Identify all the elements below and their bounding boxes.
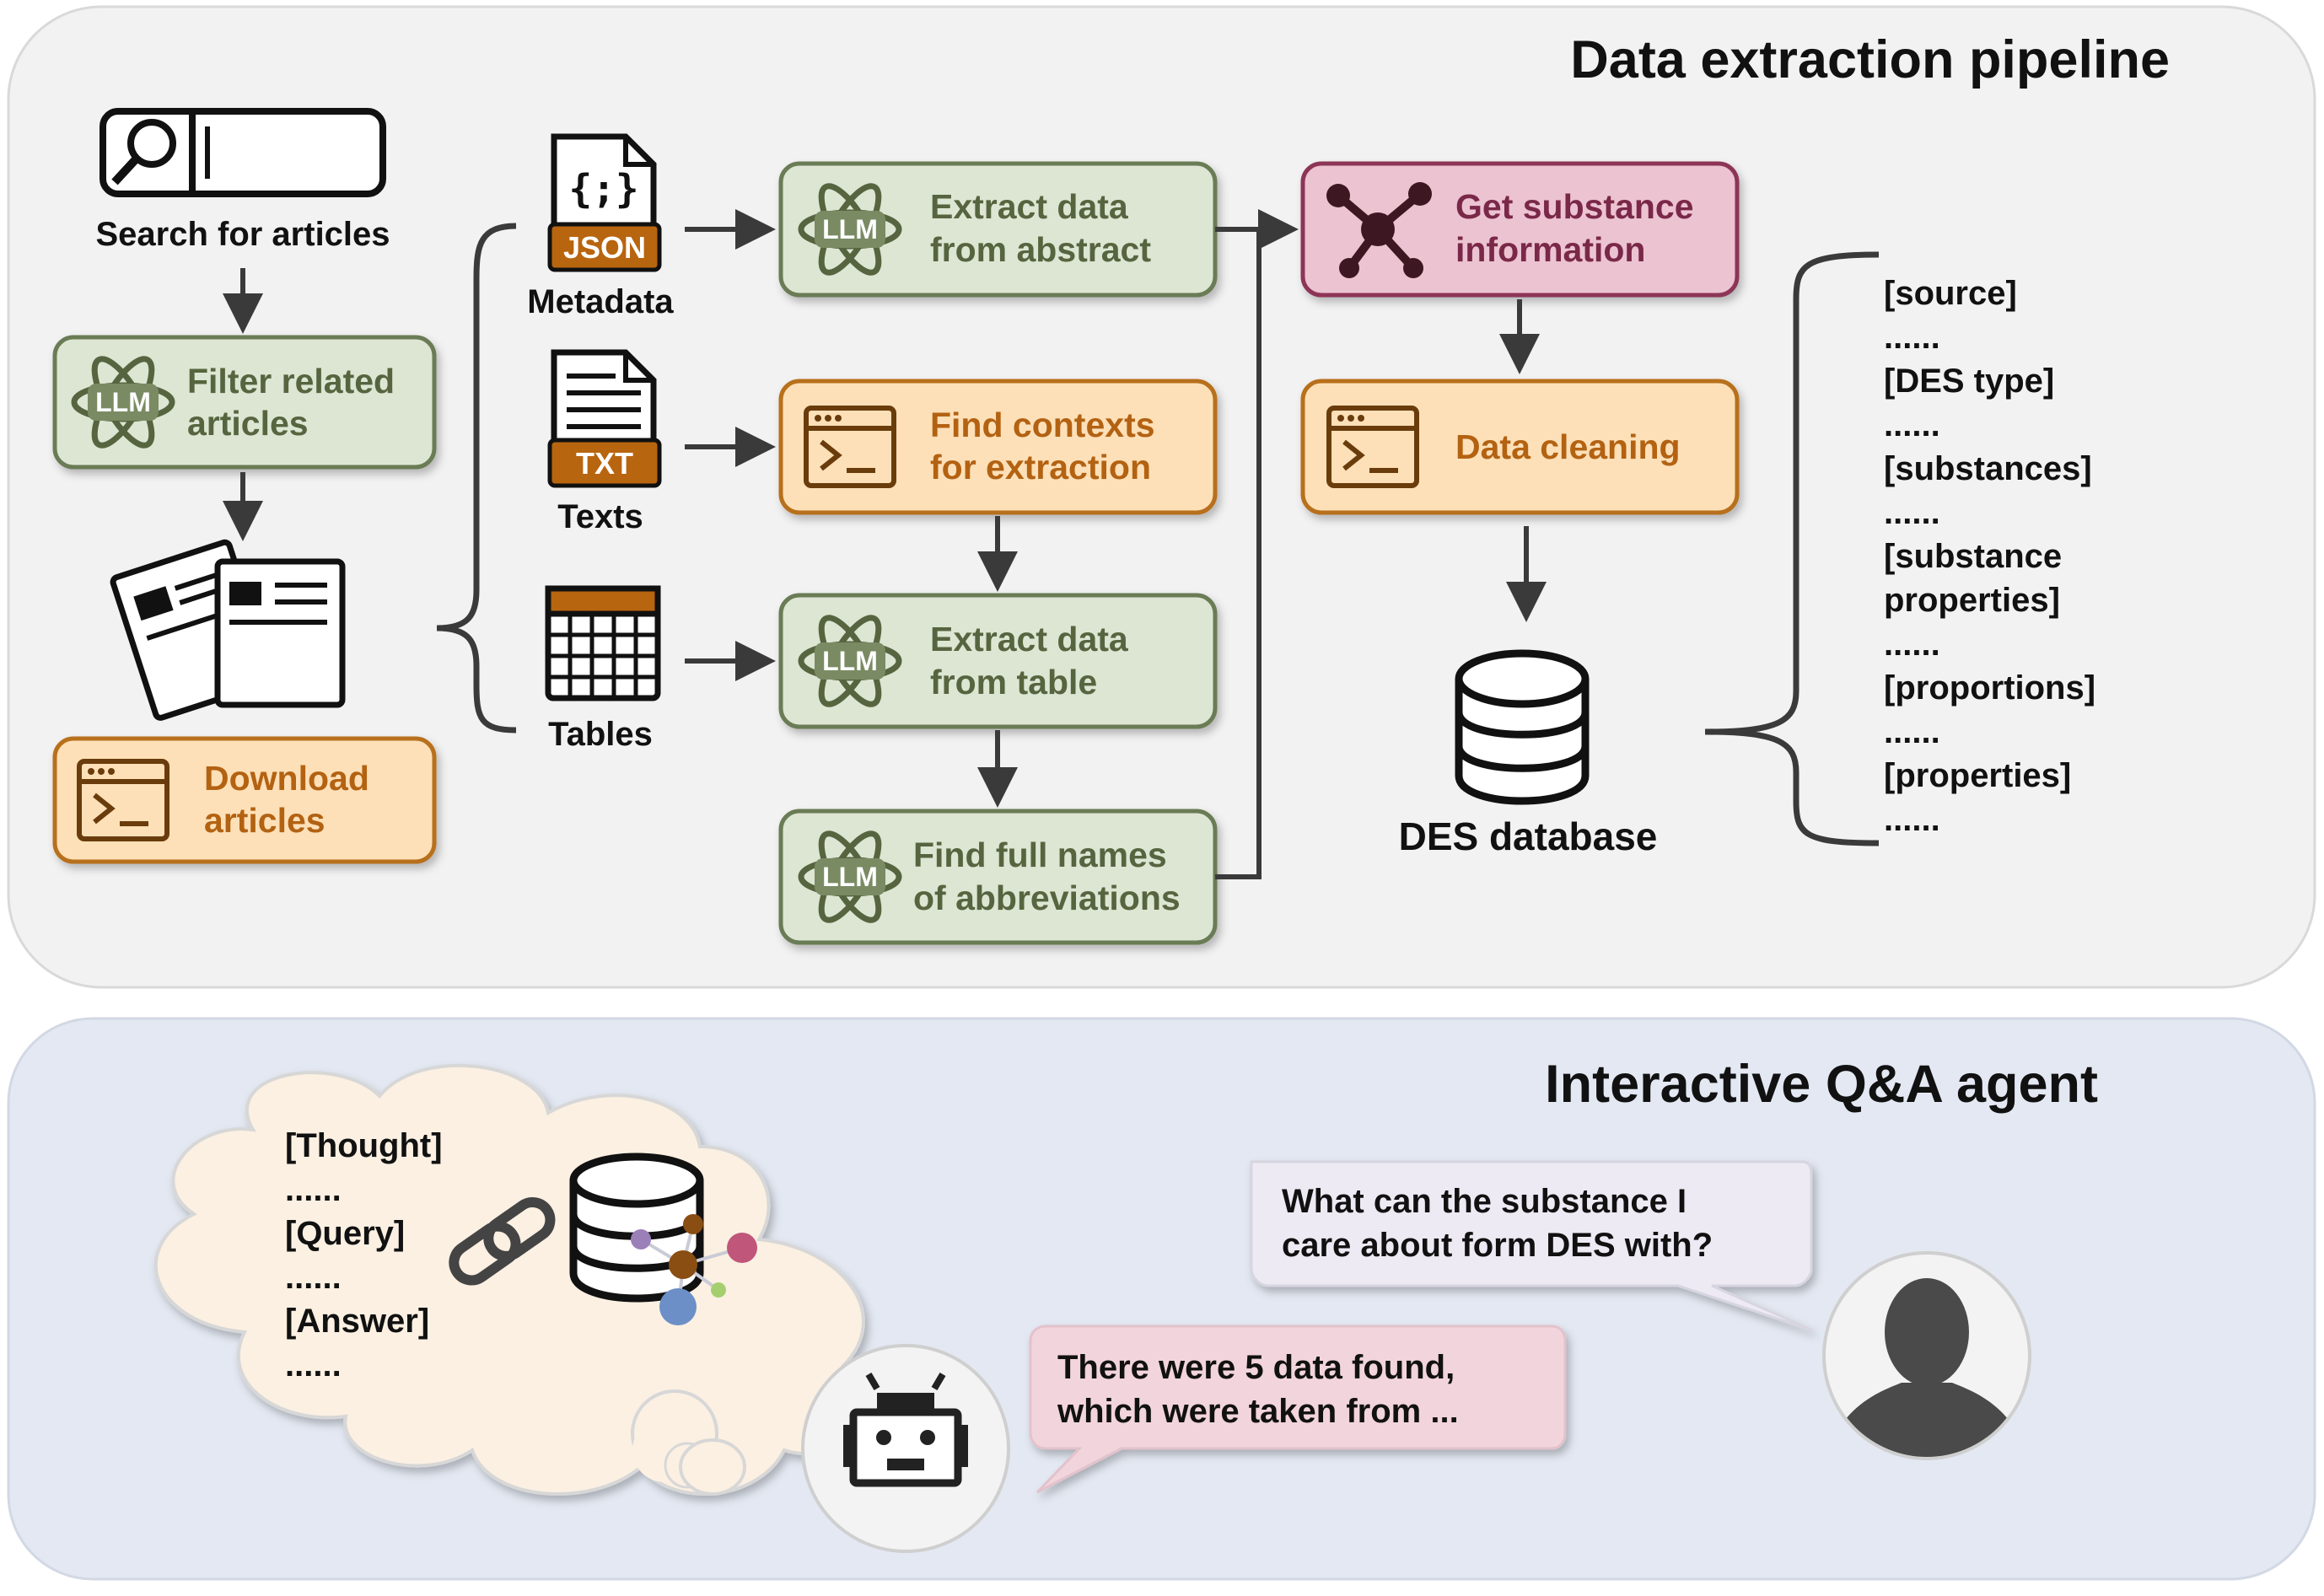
agent-title: Interactive Q&A agent bbox=[1545, 1055, 2098, 1114]
full-names-line-1: Find full names bbox=[913, 836, 1167, 874]
thought-line: [Thought] bbox=[285, 1127, 443, 1164]
user-avatar bbox=[1822, 1251, 2031, 1460]
filter-line-2: articles bbox=[187, 404, 309, 443]
answer-line-2: which were taken from ... bbox=[1057, 1393, 1459, 1430]
extract-abstract-line-1: Extract data bbox=[930, 187, 1129, 226]
search-label: Search for articles bbox=[95, 216, 390, 253]
left-brace bbox=[436, 223, 517, 734]
fields-list: [source] ...... [DES type] ...... [subst… bbox=[1884, 275, 2095, 838]
thought-line: [Query] bbox=[285, 1215, 405, 1252]
download-line-2: articles bbox=[204, 801, 325, 840]
extract-table-box: LLM Extract data from table bbox=[778, 593, 1218, 729]
extract-table-line-1: Extract data bbox=[930, 620, 1129, 658]
find-contexts-line-2: for extraction bbox=[930, 448, 1151, 486]
robot-avatar bbox=[801, 1344, 1010, 1553]
field-item: ...... bbox=[1884, 626, 1940, 663]
json-file-icon: {;} JSON bbox=[547, 133, 662, 272]
filter-articles-box: LLM Filter related articles bbox=[52, 335, 437, 470]
download-line-1: Download bbox=[204, 759, 369, 798]
field-item: ...... bbox=[1884, 801, 1940, 838]
question-line-2: care about form DES with? bbox=[1282, 1227, 1713, 1264]
find-contexts-line-1: Find contexts bbox=[930, 406, 1155, 444]
user-question-bubble: What can the substance I care about form… bbox=[1250, 1160, 1814, 1332]
txt-badge: TXT bbox=[576, 446, 633, 481]
thought-line: ...... bbox=[285, 1346, 342, 1384]
answer-line-1: There were 5 data found, bbox=[1057, 1349, 1455, 1386]
download-articles-box: Download articles bbox=[52, 736, 437, 864]
llm-badge: LLM bbox=[822, 646, 878, 676]
full-names-line-2: of abbreviations bbox=[913, 879, 1181, 917]
full-names-box: LLM Find full names of abbreviations bbox=[778, 809, 1218, 945]
field-item: [substances] bbox=[1884, 450, 2092, 487]
cleaning-label: Data cleaning bbox=[1455, 427, 1681, 466]
extract-abstract-box: LLM Extract data from abstract bbox=[778, 161, 1218, 298]
texts-label: Texts bbox=[557, 498, 643, 535]
thought-line: ...... bbox=[285, 1259, 342, 1296]
llm-badge: LLM bbox=[95, 387, 151, 417]
connector-fullnames bbox=[1215, 229, 1262, 879]
link-icon bbox=[449, 1197, 556, 1286]
metadata-label: Metadata bbox=[527, 283, 674, 320]
field-item: ...... bbox=[1884, 494, 1940, 531]
filter-line-1: Filter related bbox=[187, 362, 395, 400]
find-contexts-box: Find contexts for extraction bbox=[778, 379, 1218, 515]
substance-info-box: Get substance information bbox=[1300, 161, 1740, 298]
field-item: ...... bbox=[1884, 713, 1940, 750]
database-graph-icon bbox=[569, 1153, 757, 1325]
question-line-1: What can the substance I bbox=[1282, 1183, 1687, 1220]
right-brace bbox=[1704, 251, 1880, 846]
pipeline-title: Data extraction pipeline bbox=[1570, 30, 2170, 89]
tables-label: Tables bbox=[548, 716, 653, 753]
field-item: ...... bbox=[1884, 319, 1940, 356]
field-item: [source] bbox=[1884, 275, 2017, 312]
field-item: properties] bbox=[1884, 582, 2060, 619]
field-item: [substance bbox=[1884, 538, 2062, 575]
table-icon bbox=[545, 585, 661, 701]
llm-badge: LLM bbox=[822, 862, 878, 892]
field-item: [proportions] bbox=[1884, 669, 2095, 707]
field-item: [properties] bbox=[1884, 757, 2071, 794]
svg-text:{;}: {;} bbox=[568, 166, 638, 212]
field-item: [DES type] bbox=[1884, 363, 2054, 400]
field-item: ...... bbox=[1884, 406, 1940, 443]
extract-abstract-line-2: from abstract bbox=[930, 230, 1151, 269]
substance-line-1: Get substance bbox=[1455, 187, 1694, 226]
txt-file-icon: TXT bbox=[547, 349, 662, 488]
thought-line: ...... bbox=[285, 1171, 342, 1208]
bot-answer-bubble: There were 5 data found, which were take… bbox=[1029, 1325, 1567, 1494]
articles-icon bbox=[110, 539, 346, 721]
molecule-icon bbox=[1326, 182, 1432, 278]
database-icon bbox=[1455, 649, 1590, 805]
json-badge: JSON bbox=[563, 230, 646, 265]
extract-table-line-2: from table bbox=[930, 663, 1097, 701]
thought-line: [Answer] bbox=[285, 1303, 429, 1340]
data-cleaning-box: Data cleaning bbox=[1300, 379, 1740, 515]
thought-lines: [Thought] ...... [Query] ...... [Answer]… bbox=[285, 1127, 443, 1384]
database-label: DES database bbox=[1399, 814, 1658, 858]
search-bar-icon bbox=[100, 108, 386, 197]
llm-badge: LLM bbox=[822, 214, 878, 245]
substance-line-2: information bbox=[1455, 230, 1645, 269]
